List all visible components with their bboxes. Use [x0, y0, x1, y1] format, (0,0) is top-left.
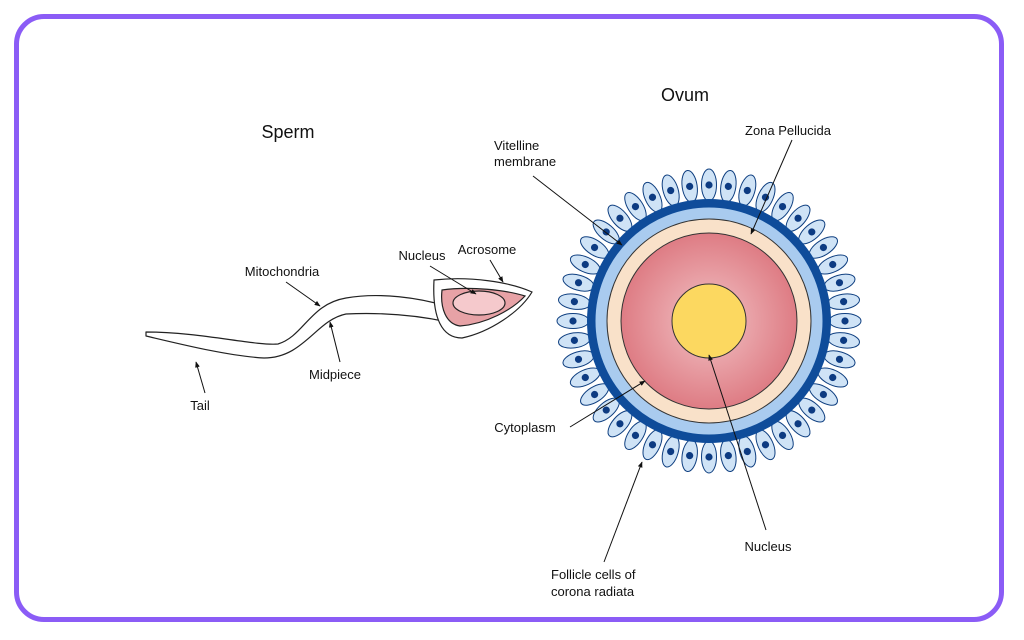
ovum — [556, 168, 862, 474]
label-vitelline-line2: membrane — [494, 154, 556, 169]
follicle-cell — [681, 170, 698, 203]
follicle-cells — [556, 168, 862, 474]
follicle-cell — [624, 192, 647, 222]
label-tail: Tail — [190, 398, 210, 413]
follicle-cell — [823, 273, 856, 292]
pointer-cytoplasm — [569, 380, 646, 428]
follicle-cell — [580, 383, 610, 406]
follicle-cell — [569, 367, 601, 388]
follicle-cell — [823, 350, 856, 369]
follicle-cell — [558, 293, 591, 310]
pointer-nucleus-sperm — [429, 265, 477, 295]
follicle-cell — [817, 254, 849, 275]
label-acrosome: Acrosome — [458, 242, 517, 257]
follicle-cell — [624, 420, 647, 450]
follicle-cell — [738, 435, 757, 468]
follicle-cell — [701, 440, 717, 474]
follicle-cell — [607, 410, 633, 438]
follicle-cell — [661, 435, 680, 468]
pointer-nucleus-ovum — [708, 354, 767, 531]
sperm — [145, 278, 533, 359]
label-mitochondria: Mitochondria — [245, 264, 320, 279]
sperm-title: Sperm — [261, 122, 314, 142]
label-follicle-line1: Follicle cells of — [551, 567, 636, 582]
sperm-nucleus — [452, 290, 506, 316]
label-nucleus-ovum: Nucleus — [745, 539, 792, 554]
label-cytoplasm: Cytoplasm — [494, 420, 555, 435]
follicle-cell — [556, 313, 590, 329]
ovum-title: Ovum — [661, 85, 709, 105]
label-nucleus-sperm: Nucleus — [399, 248, 446, 263]
pointer-tail — [195, 361, 206, 394]
pointer-mitochondria — [285, 281, 321, 307]
label-midpiece: Midpiece — [309, 367, 361, 382]
pointer-midpiece — [328, 321, 341, 363]
follicle-cell — [558, 332, 591, 349]
follicle-cell — [701, 168, 717, 202]
pointer-follicle-cells — [603, 461, 643, 563]
follicle-cell — [720, 439, 737, 472]
pointer-acrosome — [489, 259, 504, 283]
follicle-cell — [642, 181, 663, 213]
sperm-tail — [145, 294, 449, 359]
follicle-cell — [827, 332, 860, 349]
follicle-cell — [562, 350, 595, 369]
follicle-cell — [681, 439, 698, 472]
pointer-zona-pellucida — [750, 139, 793, 235]
follicle-cell — [661, 174, 680, 207]
follicle-cell — [827, 293, 860, 310]
follicle-cell — [798, 219, 826, 245]
ovum-nucleus — [671, 283, 747, 359]
label-zona-pellucida: Zona Pellucida — [745, 123, 832, 138]
follicle-cell — [828, 313, 862, 329]
label-follicle-line2: corona radiata — [551, 584, 635, 599]
follicle-cell — [738, 174, 757, 207]
pointer-vitelline — [532, 175, 623, 246]
label-vitelline-line1: Vitelline — [494, 138, 539, 153]
follicle-cell — [720, 170, 737, 203]
follicle-cell — [562, 273, 595, 292]
